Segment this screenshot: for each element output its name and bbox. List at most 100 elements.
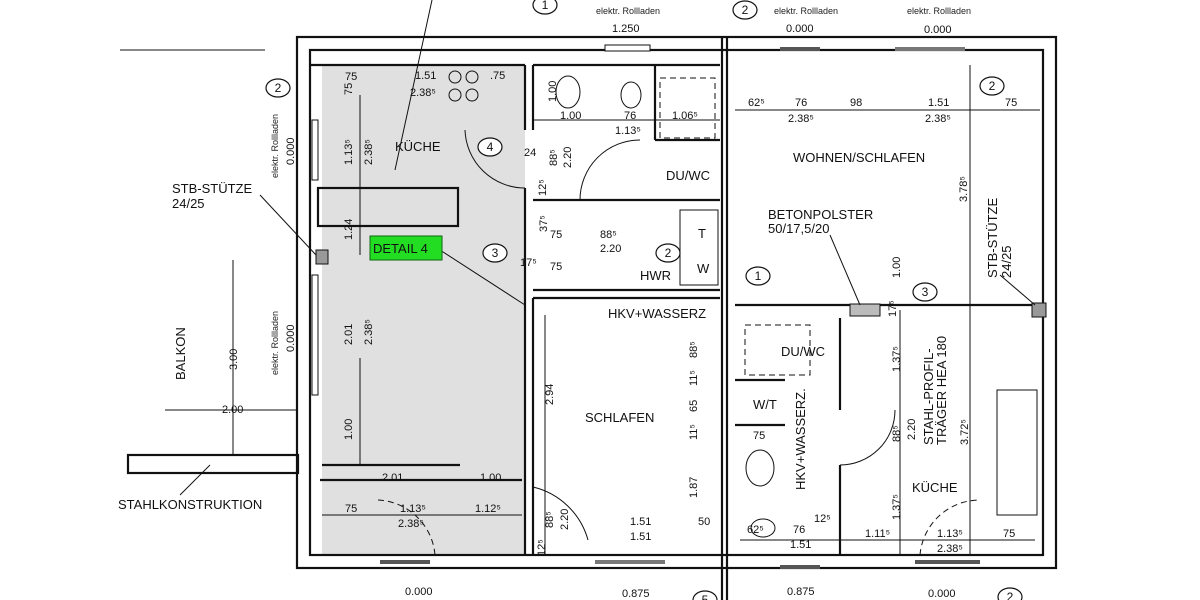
svg-text:75: 75 (1003, 528, 1015, 540)
svg-text:1.51: 1.51 (415, 70, 436, 82)
svg-text:37⁵: 37⁵ (538, 215, 550, 232)
rolladen-top-1: elektr. Rollladen (596, 6, 660, 16)
svg-text:1.13⁵: 1.13⁵ (937, 528, 963, 540)
svg-text:1.00: 1.00 (547, 81, 559, 102)
svg-text:1.13⁵: 1.13⁵ (400, 503, 426, 515)
svg-text:75: 75 (343, 83, 355, 95)
svg-text:3.00: 3.00 (228, 349, 240, 370)
level-bottom-3: 0.875 (787, 586, 815, 598)
svg-text:88⁵: 88⁵ (688, 341, 700, 358)
svg-text:2.38⁵: 2.38⁵ (937, 543, 963, 555)
room-t: T (698, 226, 706, 241)
svg-text:1.37⁵: 1.37⁵ (891, 346, 903, 372)
svg-text:12⁵: 12⁵ (814, 513, 831, 525)
hkv-wasserz-right: HKV+WASSERZ. (793, 388, 808, 490)
svg-text:1.11⁵: 1.11⁵ (865, 528, 890, 540)
svg-text:11⁵: 11⁵ (688, 370, 700, 386)
rolladen-left-2: elektr. Rollladen (270, 311, 280, 375)
room-du-wc-right: DU/WC (781, 344, 825, 359)
rolladen-left-1: elektr. Rollladen (270, 114, 280, 178)
svg-text:3.72⁵: 3.72⁵ (959, 419, 971, 445)
stahlprofil-1: STAHL-PROFIL- (921, 348, 936, 445)
level-left-2: 0.000 (285, 324, 297, 352)
svg-text:1.00: 1.00 (560, 110, 581, 122)
svg-text:75: 75 (345, 503, 357, 515)
svg-text:88⁵: 88⁵ (548, 149, 560, 166)
room-wt: W/T (753, 397, 777, 412)
stb-stuetze-right-size: 24/25 (999, 245, 1014, 278)
svg-text:76: 76 (793, 524, 805, 536)
svg-text:2: 2 (665, 246, 672, 260)
windows (311, 44, 980, 569)
svg-text:2.38⁵: 2.38⁵ (410, 87, 436, 99)
svg-text:1.13⁵: 1.13⁵ (343, 139, 355, 165)
room-kueche-right: KÜCHE (912, 480, 958, 495)
svg-text:24: 24 (524, 147, 536, 159)
svg-text:88⁵: 88⁵ (891, 425, 903, 442)
walls (120, 35, 1058, 600)
level-left-1: 0.000 (285, 137, 297, 165)
svg-text:1.51: 1.51 (630, 516, 651, 528)
svg-text:62⁵: 62⁵ (747, 524, 764, 536)
stb-stuetze-left: STB-STÜTZE (172, 181, 252, 196)
svg-text:1.87: 1.87 (688, 477, 700, 498)
room-balkon: BALKON (173, 327, 188, 380)
svg-text:2.20: 2.20 (559, 509, 571, 530)
svg-text:1.00: 1.00 (480, 472, 501, 484)
svg-text:98: 98 (850, 97, 862, 109)
svg-text:75: 75 (753, 430, 765, 442)
svg-text:2.20: 2.20 (600, 243, 621, 255)
svg-text:2.94: 2.94 (544, 384, 556, 405)
detail-label[interactable]: DETAIL 4 (373, 241, 428, 256)
rolladen-top-2: elektr. Rollladen (774, 6, 838, 16)
room-schlafen: SCHLAFEN (585, 410, 654, 425)
svg-text:75: 75 (550, 229, 562, 241)
svg-text:17⁵: 17⁵ (887, 300, 899, 317)
svg-text:2.01: 2.01 (382, 472, 403, 484)
svg-text:3.78⁵: 3.78⁵ (958, 176, 970, 202)
level-top-1: 1.250 (612, 23, 640, 35)
room-hwr: HWR (640, 268, 671, 283)
svg-text:2.20: 2.20 (906, 419, 918, 440)
svg-text:12⁵: 12⁵ (536, 539, 548, 556)
betonpolster: BETONPOLSTER (768, 207, 873, 222)
svg-text:2.01: 2.01 (343, 324, 355, 345)
svg-text:75: 75 (345, 71, 357, 83)
stahlkonstruktion: STAHLKONSTRUKTION (118, 497, 262, 512)
svg-text:1.13⁵: 1.13⁵ (615, 125, 641, 137)
svg-text:1.24: 1.24 (343, 219, 355, 240)
svg-text:62⁵: 62⁵ (748, 97, 765, 109)
svg-text:1: 1 (542, 0, 549, 12)
svg-text:3: 3 (492, 246, 499, 260)
svg-text:2: 2 (1007, 590, 1014, 600)
svg-text:17⁵: 17⁵ (520, 257, 537, 269)
stb-stuetze-left-size: 24/25 (172, 196, 205, 211)
svg-text:2.38⁵: 2.38⁵ (398, 518, 424, 530)
svg-text:1.37⁵: 1.37⁵ (891, 494, 903, 520)
svg-text:88⁵: 88⁵ (544, 511, 556, 528)
svg-text:1.51: 1.51 (928, 97, 949, 109)
svg-text:88⁵: 88⁵ (600, 229, 617, 241)
svg-text:1: 1 (755, 269, 762, 283)
svg-text:2: 2 (742, 3, 749, 17)
dimension-labels: 75 1.51 .75 2.38⁵ 75 1.13⁵ 2.38⁵ 1.24 2.… (222, 70, 1017, 556)
detail-badge[interactable] (369, 235, 443, 261)
svg-text:2.38⁵: 2.38⁵ (363, 139, 375, 165)
svg-text:2.00: 2.00 (222, 404, 243, 416)
svg-text:3: 3 (922, 285, 929, 299)
svg-text:76: 76 (795, 97, 807, 109)
svg-text:2: 2 (989, 79, 996, 93)
level-bottom-2: 0.875 (622, 588, 650, 600)
betonpolster-size: 50/17,5/20 (768, 221, 829, 236)
svg-text:1.06⁵: 1.06⁵ (672, 110, 698, 122)
svg-text:75: 75 (1005, 97, 1017, 109)
level-top-3: 0.000 (924, 24, 952, 36)
level-top-2: 0.000 (786, 23, 814, 35)
rolladen-top-3: elektr. Rollladen (907, 6, 971, 16)
room-wohnen-schlafen: WOHNEN/SCHLAFEN (793, 150, 925, 165)
svg-text:1.51: 1.51 (790, 539, 811, 551)
svg-text:2.38⁵: 2.38⁵ (925, 113, 951, 125)
svg-text:65: 65 (688, 400, 700, 412)
svg-text:1.00: 1.00 (891, 257, 903, 278)
